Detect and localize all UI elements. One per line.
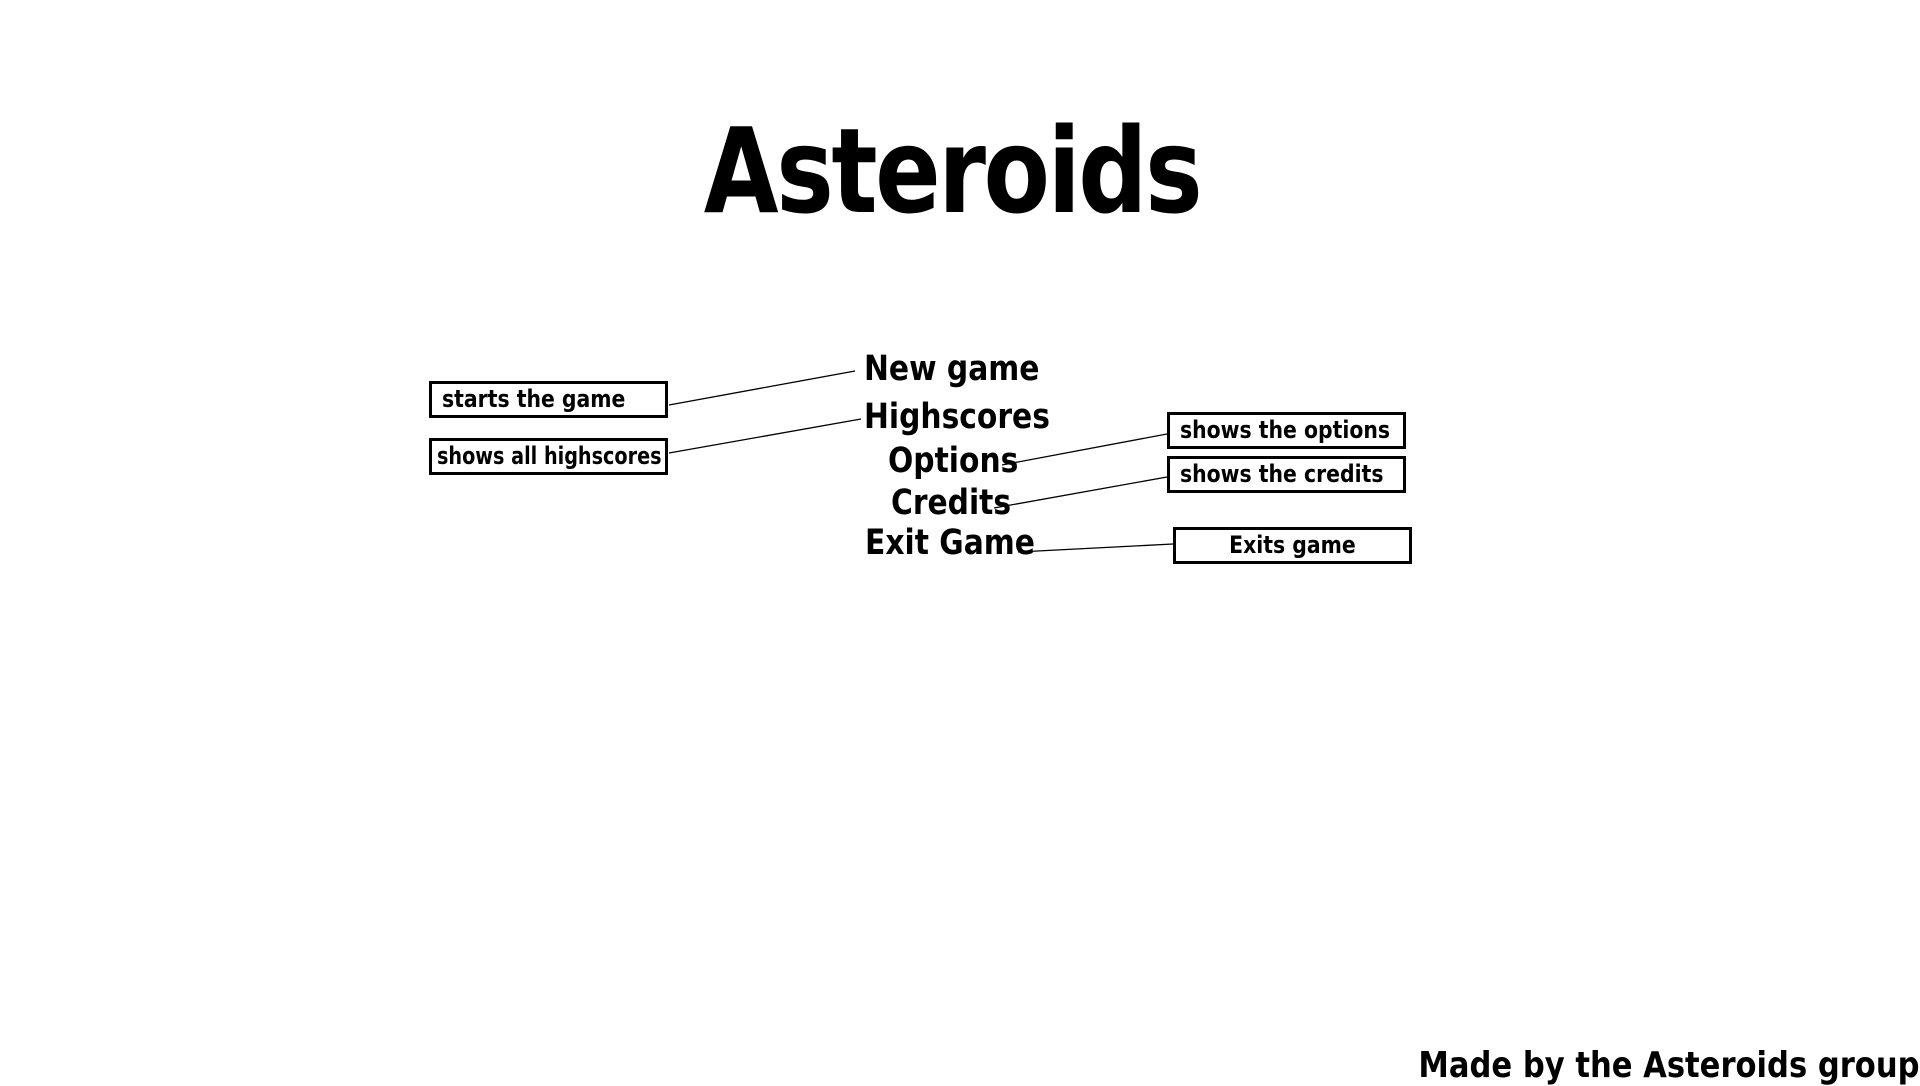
note-exit-game: Exits game <box>1173 527 1412 564</box>
credits-button[interactable]: Credits <box>891 483 1012 523</box>
connector-highscores <box>668 418 862 454</box>
note-options: shows the options <box>1167 412 1406 449</box>
new-game-button[interactable]: New game <box>864 349 1040 389</box>
options-button[interactable]: Options <box>888 441 1019 481</box>
connector-options <box>1001 433 1168 466</box>
connector-exit-game <box>1017 543 1174 553</box>
footer-credit: Made by the Asteroids group <box>1418 1045 1920 1086</box>
note-options-label: shows the options <box>1180 416 1391 444</box>
game-title: Asteroids <box>703 102 1203 240</box>
note-highscores-label: shows all highscores <box>437 442 662 470</box>
note-exit-game-label: Exits game <box>1229 531 1356 559</box>
note-highscores: shows all highscores <box>429 438 668 475</box>
note-credits: shows the credits <box>1167 456 1406 493</box>
highscores-button[interactable]: Highscores <box>864 397 1050 437</box>
note-new-game: starts the game <box>429 381 668 418</box>
note-new-game-label: starts the game <box>442 385 626 413</box>
exit-game-button[interactable]: Exit Game <box>865 523 1035 563</box>
connector-credits <box>993 476 1168 509</box>
note-credits-label: shows the credits <box>1180 460 1384 488</box>
connector-new-game <box>668 370 856 406</box>
